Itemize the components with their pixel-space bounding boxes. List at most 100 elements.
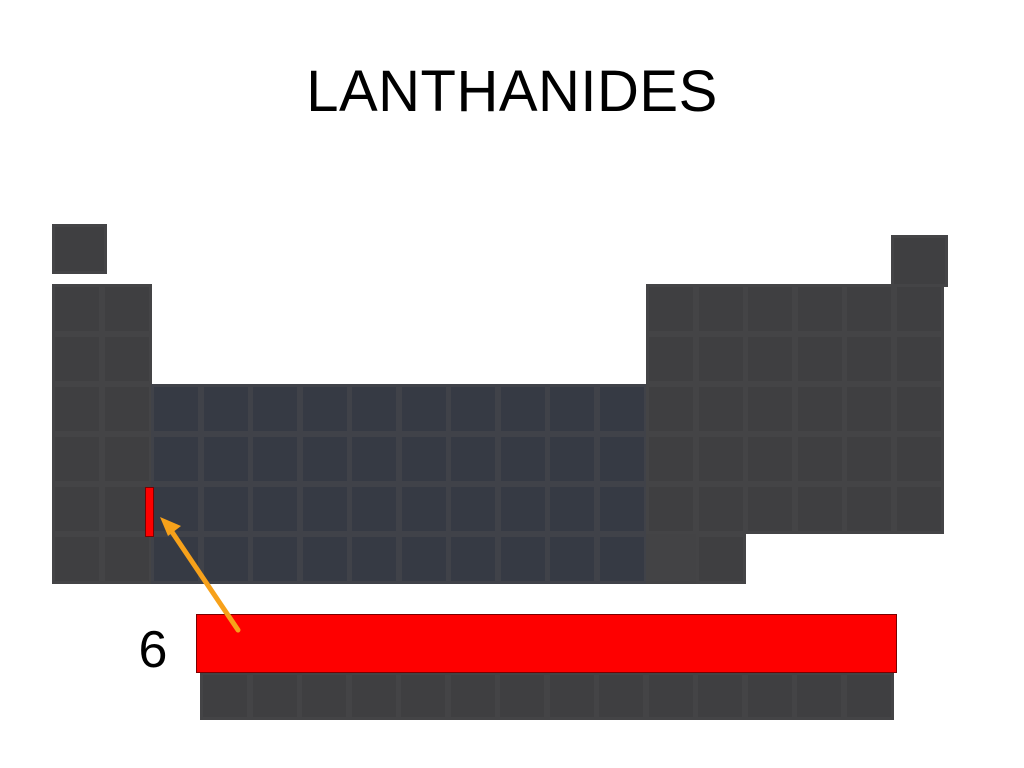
element-cell: [398, 434, 449, 484]
f-block-cell: [695, 672, 745, 720]
element-cell: [250, 534, 300, 584]
element-cell: [646, 384, 696, 434]
element-cell: [497, 384, 548, 434]
element-cell: [547, 434, 597, 484]
element-cell: [101, 284, 152, 334]
element-cell: [101, 384, 152, 434]
element-cell: [52, 284, 102, 334]
period-number-label: 6: [138, 621, 168, 679]
element-cell: [349, 434, 399, 484]
element-cell: [596, 534, 647, 584]
element-cell: [646, 434, 696, 484]
element-cell: [596, 484, 647, 534]
element-cell: [745, 384, 795, 434]
element-cell: [646, 334, 696, 384]
element-cell: [794, 484, 845, 534]
element-cell: [547, 534, 597, 584]
element-cell: [52, 334, 102, 384]
element-cell: [448, 384, 498, 434]
element-cell: [893, 484, 944, 534]
element-cell: [497, 434, 548, 484]
lanthanide-marker-in-table: [145, 487, 154, 537]
element-cell: [151, 384, 201, 434]
element-cell: [497, 534, 548, 584]
element-cell: [844, 334, 894, 384]
element-cell: [448, 434, 498, 484]
element-cell: [695, 534, 746, 584]
element-cell: [893, 384, 944, 434]
f-block-cell: [843, 672, 894, 720]
element-cell: [695, 434, 746, 484]
element-cell: [646, 534, 696, 584]
element-cell: [893, 284, 944, 334]
element-cell: [844, 284, 894, 334]
f-block-cell: [546, 672, 597, 720]
element-cell: [250, 384, 300, 434]
element-cell: [745, 284, 795, 334]
element-cell: [52, 224, 107, 274]
element-cell: [695, 484, 746, 534]
element-cell: [349, 384, 399, 434]
element-cell: [646, 284, 696, 334]
element-cell: [844, 484, 894, 534]
f-block-cell: [744, 672, 795, 720]
element-cell: [745, 334, 795, 384]
element-cell: [398, 484, 449, 534]
element-cell: [844, 384, 894, 434]
element-cell: [349, 534, 399, 584]
element-cell: [250, 434, 300, 484]
slide-title: LANTHANIDES: [306, 59, 718, 124]
element-cell: [101, 534, 152, 584]
element-cell: [448, 484, 498, 534]
element-cell: [794, 434, 845, 484]
f-block-cell: [249, 672, 300, 720]
element-cell: [349, 484, 399, 534]
lanthanide-row-highlight: [196, 614, 897, 673]
element-cell: [200, 384, 251, 434]
element-cell: [151, 434, 201, 484]
f-block-cell: [200, 672, 250, 720]
f-block-cell: [596, 672, 646, 720]
element-cell: [52, 434, 102, 484]
element-cell: [52, 484, 102, 534]
f-block-cell: [497, 672, 547, 720]
f-block-cell: [299, 672, 349, 720]
element-cell: [200, 434, 251, 484]
f-block-cell: [645, 672, 696, 720]
element-cell: [101, 434, 152, 484]
element-cell: [299, 434, 350, 484]
element-cell: [893, 434, 944, 484]
element-cell: [299, 484, 350, 534]
element-cell: [398, 384, 449, 434]
element-cell: [52, 534, 102, 584]
element-cell: [547, 484, 597, 534]
element-cell: [52, 384, 102, 434]
element-cell: [695, 334, 746, 384]
element-cell: [299, 384, 350, 434]
element-cell: [596, 384, 647, 434]
element-cell: [794, 284, 845, 334]
element-cell: [547, 384, 597, 434]
element-cell: [695, 384, 746, 434]
element-cell: [844, 434, 894, 484]
element-cell: [745, 434, 795, 484]
element-cell: [646, 484, 696, 534]
element-cell: [695, 284, 746, 334]
element-cell: [200, 484, 251, 534]
element-cell: [101, 334, 152, 384]
element-cell: [794, 334, 845, 384]
f-block-cell: [447, 672, 498, 720]
f-block-cell: [794, 672, 844, 720]
element-cell: [101, 484, 152, 534]
element-cell: [398, 534, 449, 584]
element-cell: [794, 384, 845, 434]
element-cell: [893, 334, 944, 384]
f-block-cell: [348, 672, 399, 720]
element-cell: [745, 484, 795, 534]
element-cell: [250, 484, 300, 534]
element-cell: [448, 534, 498, 584]
f-block-cell: [398, 672, 448, 720]
element-cell: [497, 484, 548, 534]
element-cell: [200, 534, 251, 584]
